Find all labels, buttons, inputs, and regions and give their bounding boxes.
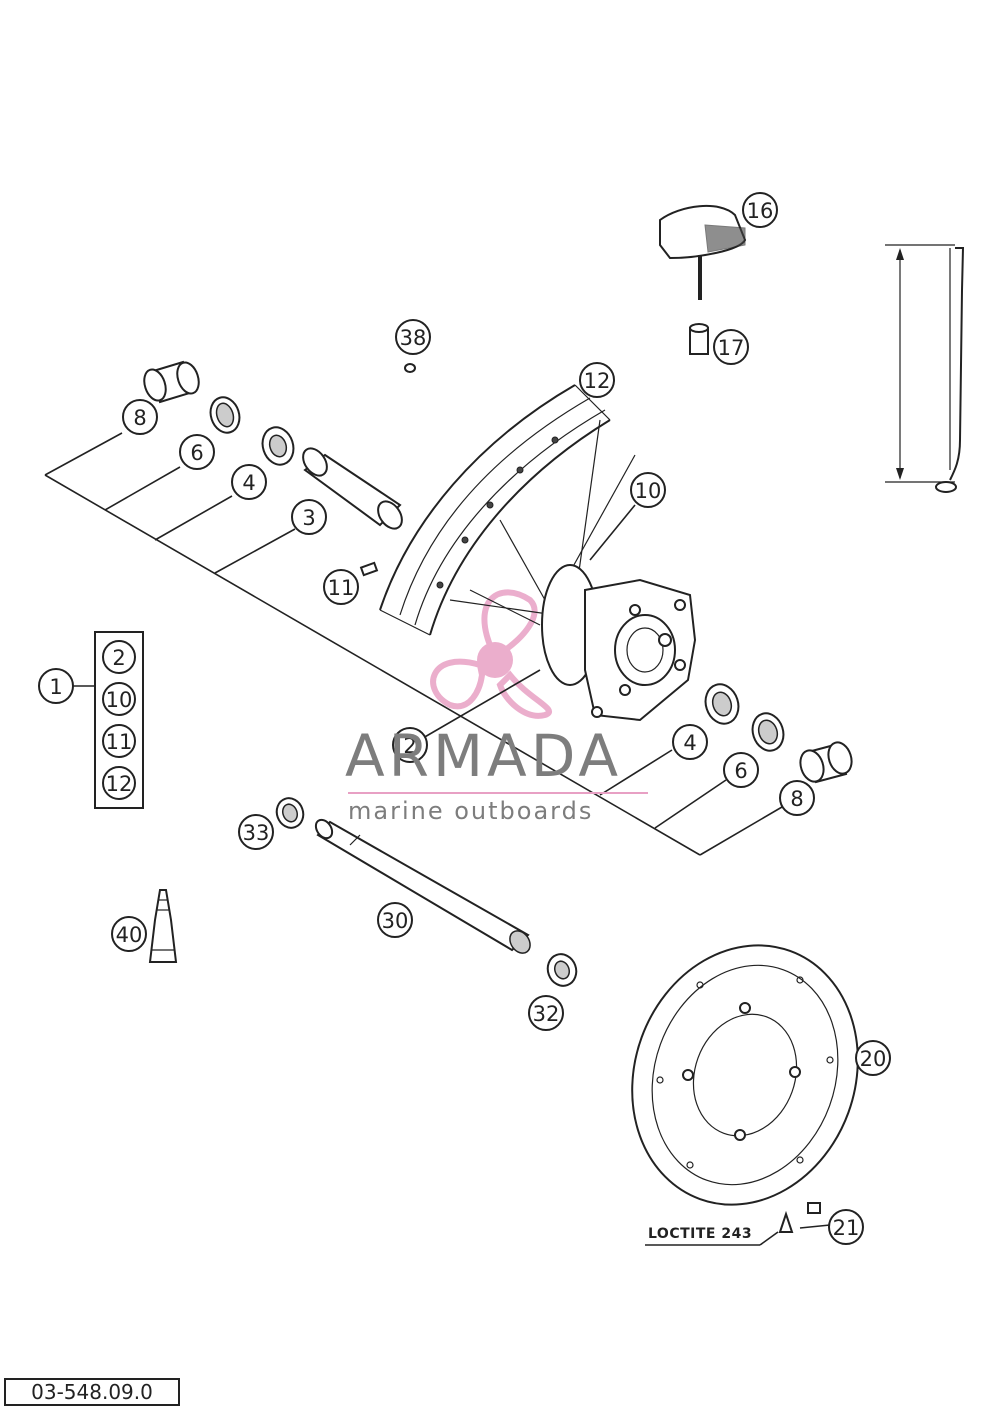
part-32-nut-drawing bbox=[546, 953, 578, 987]
svg-text:38: 38 bbox=[400, 326, 427, 350]
kit-item-12: 12 bbox=[102, 766, 136, 800]
part-20-brake-disc-drawing bbox=[631, 944, 859, 1206]
callout-17: 17 bbox=[713, 329, 749, 365]
callout-6-right: 6 bbox=[723, 752, 759, 788]
svg-text:30: 30 bbox=[382, 909, 409, 933]
svg-text:20: 20 bbox=[860, 1047, 887, 1071]
drawing-number: 03-548.09.0 bbox=[4, 1378, 180, 1406]
loctite-note: LOCTITE 243 bbox=[648, 1226, 753, 1242]
part-21-screw-drawing bbox=[778, 1202, 821, 1233]
callout-8-left: 8 bbox=[122, 399, 158, 435]
spoke-dimension-drawing bbox=[885, 244, 965, 493]
svg-text:16: 16 bbox=[747, 199, 774, 223]
svg-text:11: 11 bbox=[106, 730, 133, 754]
part-38-drawing bbox=[404, 363, 416, 373]
svg-text:12: 12 bbox=[106, 772, 133, 796]
watermark-brand: ARMADA bbox=[345, 722, 623, 790]
svg-text:17: 17 bbox=[718, 336, 745, 360]
callout-2-hub: 2 bbox=[392, 727, 428, 763]
part-11-nipple-drawing bbox=[359, 561, 379, 577]
hub-drawing bbox=[541, 564, 697, 722]
svg-text:33: 33 bbox=[243, 821, 270, 845]
callout-8-right: 8 bbox=[779, 780, 815, 816]
callout-1-kit: 1 bbox=[38, 668, 74, 704]
callout-4-left: 4 bbox=[231, 464, 267, 500]
callout-20: 20 bbox=[855, 1040, 891, 1076]
leader-lines bbox=[44, 432, 831, 1246]
callout-38: 38 bbox=[395, 319, 431, 355]
part-33-seal-drawing bbox=[275, 797, 305, 829]
svg-text:1: 1 bbox=[49, 675, 62, 699]
part-8-left-spacer-drawing bbox=[143, 360, 200, 404]
callout-30: 30 bbox=[377, 902, 413, 938]
svg-text:6: 6 bbox=[734, 759, 747, 783]
callout-6-left: 6 bbox=[179, 434, 215, 470]
svg-text:2: 2 bbox=[112, 646, 125, 670]
callout-4-right: 4 bbox=[672, 724, 708, 760]
svg-text:11: 11 bbox=[328, 576, 355, 600]
svg-text:8: 8 bbox=[790, 787, 803, 811]
svg-text:2: 2 bbox=[403, 734, 416, 758]
part-8-right-spacer-drawing bbox=[799, 741, 853, 784]
part-40-tube-drawing bbox=[148, 889, 178, 963]
callout-21: 21 bbox=[828, 1209, 864, 1245]
svg-text:8: 8 bbox=[133, 406, 146, 430]
part-12-rim-drawing bbox=[379, 384, 611, 636]
kit-item-2: 2 bbox=[102, 640, 136, 674]
part-6-left-seal-drawing bbox=[209, 396, 241, 434]
callout-40: 40 bbox=[111, 916, 147, 952]
svg-text:10: 10 bbox=[635, 479, 662, 503]
svg-text:10: 10 bbox=[106, 688, 133, 712]
callout-16: 16 bbox=[742, 192, 778, 228]
kit-item-10: 10 bbox=[102, 682, 136, 716]
watermark-tagline: marine outboards bbox=[348, 797, 594, 825]
svg-text:4: 4 bbox=[683, 731, 696, 755]
callout-32: 32 bbox=[528, 995, 564, 1031]
svg-text:40: 40 bbox=[116, 923, 143, 947]
callout-33: 33 bbox=[238, 814, 274, 850]
part-17-nut-drawing bbox=[689, 323, 709, 355]
svg-text:21: 21 bbox=[833, 1216, 860, 1240]
svg-text:4: 4 bbox=[242, 471, 255, 495]
watermark-divider bbox=[348, 792, 648, 794]
svg-text:32: 32 bbox=[533, 1002, 560, 1026]
callout-10-spoke: 10 bbox=[630, 472, 666, 508]
kit-item-11: 11 bbox=[102, 724, 136, 758]
part-3-spacer-tube-drawing bbox=[302, 447, 403, 530]
svg-text:12: 12 bbox=[584, 369, 611, 393]
svg-text:6: 6 bbox=[190, 441, 203, 465]
part-6-right-seal-drawing bbox=[751, 712, 785, 752]
watermark-propeller-icon bbox=[430, 589, 552, 719]
part-16-rim-lock-drawing bbox=[659, 204, 747, 300]
callout-12-rim: 12 bbox=[579, 362, 615, 398]
part-4-right-bearing-drawing bbox=[704, 683, 740, 725]
callout-11: 11 bbox=[323, 569, 359, 605]
part-4-left-bearing-drawing bbox=[261, 426, 295, 466]
callout-3: 3 bbox=[291, 499, 327, 535]
part-30-axle-drawing bbox=[314, 818, 531, 954]
svg-text:3: 3 bbox=[302, 506, 315, 530]
